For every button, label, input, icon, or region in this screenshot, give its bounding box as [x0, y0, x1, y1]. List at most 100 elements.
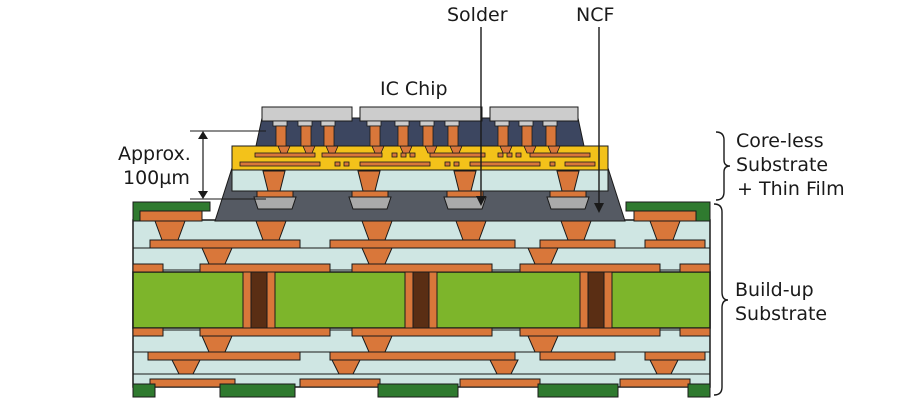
bottom-traces	[149, 378, 691, 388]
layer4-traces	[132, 327, 711, 337]
microvia	[556, 170, 580, 192]
buildup-label-1: Build-up	[735, 279, 814, 301]
coreless-label-1: Core-less	[736, 130, 824, 152]
solder-mask	[687, 383, 711, 398]
microvia	[489, 359, 519, 375]
solder-mask	[219, 383, 296, 398]
fine-dot	[515, 152, 522, 158]
fine-dot	[400, 152, 407, 158]
coreless-label-2: Substrate	[736, 154, 828, 176]
fine-trace	[529, 152, 591, 158]
through-hole-fill	[250, 269, 268, 329]
fine-dot	[391, 152, 398, 158]
copper-trace	[199, 327, 331, 337]
ncf-leader	[594, 27, 604, 213]
solder-leader	[476, 27, 486, 206]
copper-trace	[149, 239, 301, 249]
chip-die	[489, 106, 579, 122]
ic-chip	[255, 106, 585, 147]
thickness-dimension	[190, 130, 266, 200]
microvia	[453, 170, 477, 192]
microvias-bottom	[171, 359, 679, 375]
copper-trace	[679, 263, 711, 273]
microvia	[357, 170, 381, 192]
fine-dot	[334, 161, 341, 167]
coreless-brace	[715, 131, 731, 201]
fine-trace	[254, 152, 316, 158]
approx-label: Approx.	[118, 143, 191, 165]
bottom-solder-mask	[132, 383, 711, 398]
copper-trace	[459, 378, 541, 388]
copper-trace	[132, 263, 164, 273]
copper-trace	[519, 327, 661, 337]
copper-trace	[299, 378, 381, 388]
buildup-label-2: Substrate	[735, 303, 827, 325]
microvia	[331, 359, 361, 375]
fine-dot	[409, 152, 416, 158]
solder-mask	[377, 383, 459, 398]
copper-trace	[644, 351, 706, 361]
solder-bump	[443, 190, 487, 210]
fine-dot	[506, 152, 513, 158]
solder-bump	[253, 190, 297, 210]
copper-trace	[539, 351, 616, 361]
microvia	[262, 170, 286, 192]
solder-mask	[132, 383, 156, 398]
microvia	[171, 359, 201, 375]
microvias-layer2	[201, 247, 559, 265]
coreless-dielectric	[231, 167, 609, 192]
copper-trace	[644, 239, 706, 249]
buildup-substrate	[132, 201, 711, 398]
fine-trace	[239, 161, 321, 167]
layer3-traces	[132, 263, 711, 273]
copper-trace	[132, 327, 164, 337]
chip-die	[359, 106, 483, 122]
copper-trace	[147, 351, 301, 361]
microvias-lower	[201, 335, 559, 353]
copper-trace	[351, 263, 493, 273]
through-hole-fill	[587, 269, 605, 329]
fine-dot	[444, 161, 451, 167]
solder-label: Solder	[447, 4, 508, 26]
copper-pad	[633, 210, 697, 222]
layer5-traces	[147, 351, 706, 361]
buildup-brace	[713, 203, 729, 396]
copper-pad	[139, 210, 203, 222]
copper-trace	[619, 378, 691, 388]
fine-trace	[321, 152, 383, 158]
solder-bump	[348, 190, 392, 210]
coreless-substrate	[231, 167, 609, 192]
copper-trace	[199, 263, 331, 273]
fine-dot	[497, 152, 504, 158]
fine-trace	[564, 161, 596, 167]
ncf-label: NCF	[576, 4, 614, 26]
solder-mask	[625, 201, 711, 222]
copper-trace	[149, 378, 236, 388]
fine-trace	[469, 161, 541, 167]
solder-mask	[132, 201, 211, 222]
coreless-label-3: + Thin Film	[737, 178, 845, 200]
copper-trace	[519, 263, 661, 273]
fine-dot	[453, 161, 460, 167]
fine-trace	[359, 161, 431, 167]
copper-trace	[679, 327, 711, 337]
copper-trace	[351, 327, 493, 337]
fine-dot	[343, 161, 350, 167]
chip-die	[261, 106, 353, 122]
copper-trace	[329, 239, 516, 249]
through-hole-vias	[242, 269, 613, 329]
thickness-label: 100µm	[123, 167, 190, 189]
copper-trace	[539, 239, 616, 249]
microvia	[649, 359, 679, 375]
fine-dot	[549, 161, 556, 167]
ic-chip-label: IC Chip	[380, 78, 448, 100]
chip-bumps	[272, 120, 558, 147]
solder-mask	[537, 383, 619, 398]
copper-trace	[329, 351, 516, 361]
top-solder-mask	[132, 201, 711, 222]
fine-trace	[429, 152, 486, 158]
solder-bump	[546, 190, 590, 210]
through-hole-fill	[412, 269, 430, 329]
